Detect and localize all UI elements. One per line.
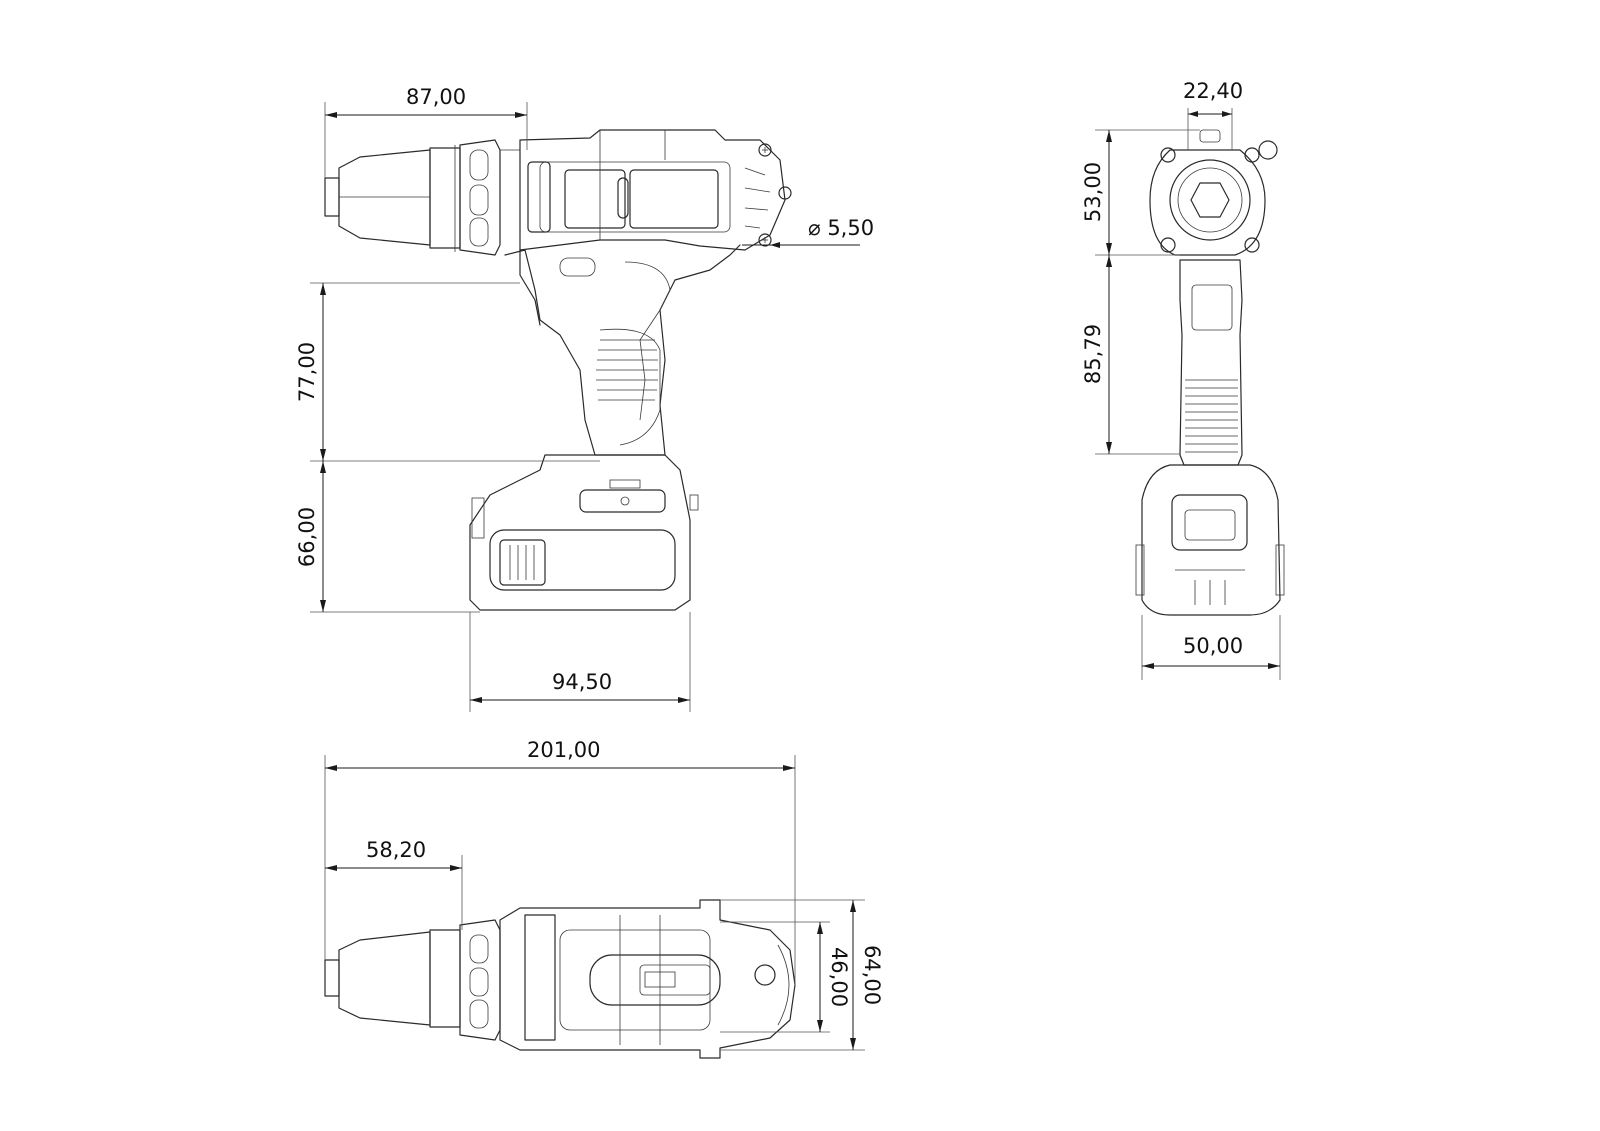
front-handle	[1179, 259, 1243, 466]
nose-length-label: 58,20	[366, 838, 426, 862]
front-view: 22,40 53,00 85,79 50,00	[1081, 79, 1285, 680]
chuck-length-label: 87,00	[406, 85, 466, 109]
side-dimensions: 87,00 ⌀ 5,50 77,00 66,00 94,50	[295, 85, 874, 712]
side-battery	[469, 454, 699, 611]
battery-height-label: 66,00	[295, 507, 319, 567]
side-handle	[504, 244, 741, 456]
handle-height-label: 77,00	[295, 342, 319, 402]
front-handle-height-label: 85,79	[1081, 324, 1105, 384]
front-dimensions: 22,40 53,00 85,79 50,00	[1081, 79, 1281, 680]
side-chuck	[324, 139, 520, 256]
screw-diameter-label: ⌀ 5,50	[808, 216, 874, 240]
overall-length-label: 201,00	[527, 738, 600, 762]
side-body	[519, 129, 792, 251]
front-shaft-width-label: 22,40	[1183, 79, 1243, 103]
front-head-height-label: 53,00	[1081, 162, 1105, 222]
side-view: 87,00 ⌀ 5,50 77,00 66,00 94,50	[295, 85, 874, 712]
top-view: 201,00 58,20 46,00 64,00	[324, 738, 884, 1059]
front-battery	[1135, 464, 1285, 616]
top-chuck	[324, 919, 501, 1041]
top-outer-width-label: 64,00	[860, 945, 884, 1005]
front-head	[1149, 129, 1278, 256]
top-body	[499, 899, 796, 1059]
top-dimensions: 201,00 58,20 46,00 64,00	[324, 738, 884, 1051]
top-inner-width-label: 46,00	[827, 947, 851, 1007]
front-battery-width-label: 50,00	[1183, 634, 1243, 658]
battery-length-label: 94,50	[552, 670, 612, 694]
